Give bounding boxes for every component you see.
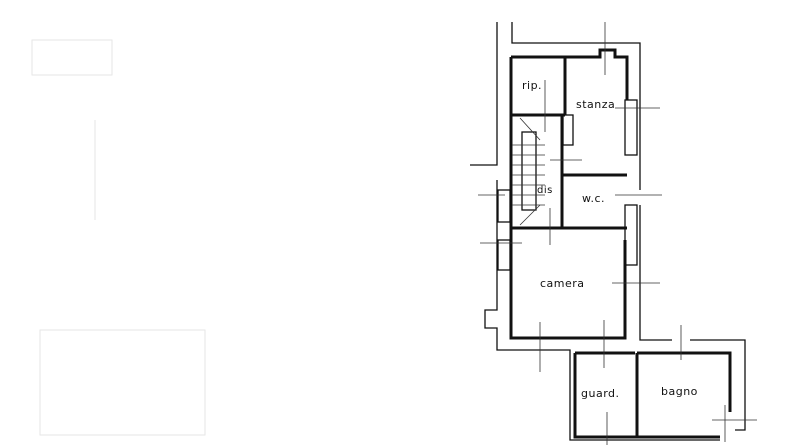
scan-ghost-lines [31,39,206,436]
room-label-dis: dis [537,185,553,196]
outer-walls [470,22,746,441]
room-label-wc: w.c. [582,192,606,205]
room-label-rip: rip. [522,79,543,92]
room-label-camera: camera [540,277,585,290]
room-label-guard: guard. [581,387,620,400]
room-label-stanza: stanza [576,98,616,111]
staircase [512,117,545,226]
inner-walls [511,57,639,437]
room-label-bagno: bagno [661,385,698,398]
opening-markers [478,22,757,445]
